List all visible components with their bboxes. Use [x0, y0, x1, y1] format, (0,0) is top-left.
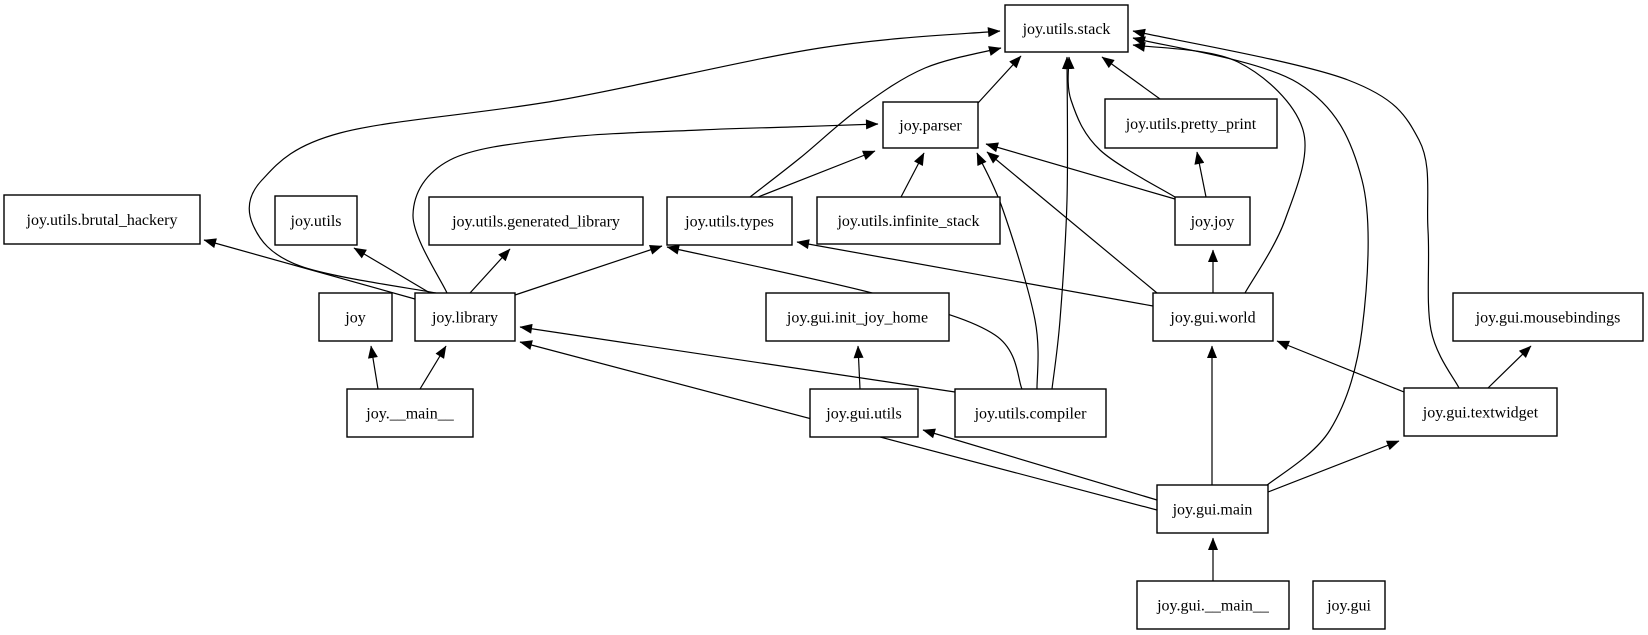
node-label: joy.gui.__main__	[1156, 598, 1270, 615]
edge-joy.utils.compiler-to-joy.parser	[976, 152, 1039, 390]
node-box	[3, 194, 201, 245]
node-box	[1136, 580, 1290, 630]
edge-joy.gui.world-to-joy.parser	[986, 151, 1158, 294]
node-box	[414, 292, 516, 342]
node-box	[765, 292, 950, 342]
node-joy.joy: joy.joy	[1174, 196, 1251, 246]
node-label: joy.gui.world	[1169, 310, 1255, 327]
node-joy.utils.compiler: joy.utils.compiler	[954, 388, 1107, 438]
node-joy.gui.init_joy_home: joy.gui.init_joy_home	[765, 292, 950, 342]
node-label: joy.gui.init_joy_home	[786, 310, 928, 327]
edge-joy.gui.world-to-joy.utils.types	[796, 239, 1154, 307]
node-joy.__main__: joy.__main__	[346, 388, 474, 438]
edge-joy.parser-to-joy.utils.stack	[977, 55, 1022, 104]
node-joy.gui.__main__: joy.gui.__main__	[1136, 580, 1290, 630]
node-joy.utils.stack: joy.utils.stack	[1004, 4, 1129, 53]
node-box	[274, 195, 358, 246]
node-box	[1152, 292, 1274, 342]
edge-joy.utils.infinite_stack-to-joy.parser	[900, 152, 925, 198]
node-joy.gui.mousebindings: joy.gui.mousebindings	[1452, 292, 1644, 342]
node-label: joy.utils.generated_library	[451, 214, 620, 231]
edge-joy.gui.utils-to-joy.gui.init_joy_home	[853, 345, 864, 390]
node-label: joy.gui.main	[1172, 502, 1253, 519]
node-label: joy.parser	[898, 118, 962, 135]
edge-joy.library-to-joy.utils.brutal_hackery	[203, 238, 416, 300]
node-label: joy.utils.brutal_hackery	[26, 212, 178, 229]
node-label: joy.library	[431, 310, 498, 327]
node-joy.gui.world: joy.gui.world	[1152, 292, 1274, 342]
node-joy.gui: joy.gui	[1312, 580, 1386, 630]
node-joy.utils.infinite_stack: joy.utils.infinite_stack	[816, 196, 1001, 245]
node-label: joy.utils.pretty_print	[1125, 116, 1257, 133]
edge-joy.gui.main-to-joy.gui.textwidget	[1267, 440, 1400, 493]
node-label: joy.gui.mousebindings	[1475, 310, 1621, 327]
edge-joy.utils.pretty_print-to-joy.utils.stack	[1101, 56, 1161, 100]
edge-joy.utils.types-to-joy.parser	[757, 150, 876, 198]
node-label: joy.utils.stack	[1022, 21, 1111, 38]
edge-joy.joy-to-joy.utils.stack	[1064, 56, 1176, 198]
node-box	[1156, 484, 1269, 534]
node-box	[1104, 98, 1278, 149]
edge-joy.__main__-to-joy	[367, 345, 379, 390]
edge-joy.gui.world-to-joy.utils.stack	[1132, 41, 1306, 294]
node-box	[346, 388, 474, 438]
edge-joy.utils.types-to-joy.utils.stack	[749, 46, 1002, 198]
node-box	[1312, 580, 1386, 630]
edge-joy.library-to-joy.utils	[353, 247, 431, 294]
edge-joy.library-to-joy.utils.stack	[248, 27, 1001, 294]
node-box	[882, 101, 979, 149]
node-joy.utils: joy.utils	[274, 195, 358, 246]
node-box	[809, 388, 919, 438]
node-label: joy.gui	[1326, 598, 1371, 615]
node-joy.utils.generated_library: joy.utils.generated_library	[428, 196, 644, 246]
node-label: joy	[344, 310, 365, 327]
edge-joy.joy-to-joy.utils.pretty_print	[1194, 151, 1207, 198]
edge-joy.utils.compiler-to-joy.utils.stack	[1051, 56, 1073, 390]
edge-joy.library-to-joy.utils.types	[514, 245, 663, 296]
node-label: joy.utils	[290, 213, 342, 230]
node-box	[954, 388, 1107, 438]
edge-joy.library-to-joy.parser	[412, 119, 879, 294]
node-label: joy.utils.infinite_stack	[836, 213, 979, 230]
node-label: joy.gui.utils	[825, 406, 901, 423]
node-joy.utils.brutal_hackery: joy.utils.brutal_hackery	[3, 194, 201, 245]
node-label: joy.gui.textwidget	[1422, 405, 1539, 422]
node-joy.library: joy.library	[414, 292, 516, 342]
edge-joy.__main__-to-joy.library	[419, 345, 447, 390]
edge-joy.gui.textwidget-to-joy.utils.stack	[1132, 28, 1460, 389]
edges-layer	[203, 27, 1532, 581]
node-joy: joy	[318, 292, 393, 342]
node-joy.parser: joy.parser	[882, 101, 979, 149]
node-box	[1452, 292, 1644, 342]
node-box	[816, 196, 1001, 245]
node-joy.gui.utils: joy.gui.utils	[809, 388, 919, 438]
edge-joy.gui.main-to-joy.utils.stack	[1132, 36, 1369, 487]
node-box	[666, 196, 793, 246]
nodes-layer: joy.utils.stack joy.parser joy.utils.prett…	[3, 4, 1644, 630]
edge-joy.gui.textwidget-to-joy.gui.world	[1276, 340, 1405, 393]
node-joy.gui.main: joy.gui.main	[1156, 484, 1269, 534]
node-box	[318, 292, 393, 342]
node-joy.utils.pretty_print: joy.utils.pretty_print	[1104, 98, 1278, 149]
node-label: joy.__main__	[365, 406, 454, 423]
node-box	[1174, 196, 1251, 246]
edge-joy.gui.main-to-joy.gui.utils	[922, 428, 1158, 501]
edge-joy.library-to-joy.utils.generated_library	[469, 248, 511, 294]
node-joy.utils.types: joy.utils.types	[666, 196, 793, 246]
node-label: joy.joy	[1190, 214, 1235, 231]
edge-joy.utils.compiler-to-joy.library	[519, 323, 956, 393]
node-label: joy.utils.compiler	[974, 406, 1088, 423]
edge-joy.joy-to-joy.parser	[985, 142, 1176, 200]
node-box	[428, 196, 644, 246]
node-box	[1004, 4, 1129, 53]
edge-joy.gui.textwidget-to-joy.gui.mousebindings	[1487, 345, 1532, 389]
node-joy.gui.textwidget: joy.gui.textwidget	[1403, 387, 1558, 437]
node-label: joy.utils.types	[684, 214, 774, 231]
node-box	[1403, 387, 1558, 437]
